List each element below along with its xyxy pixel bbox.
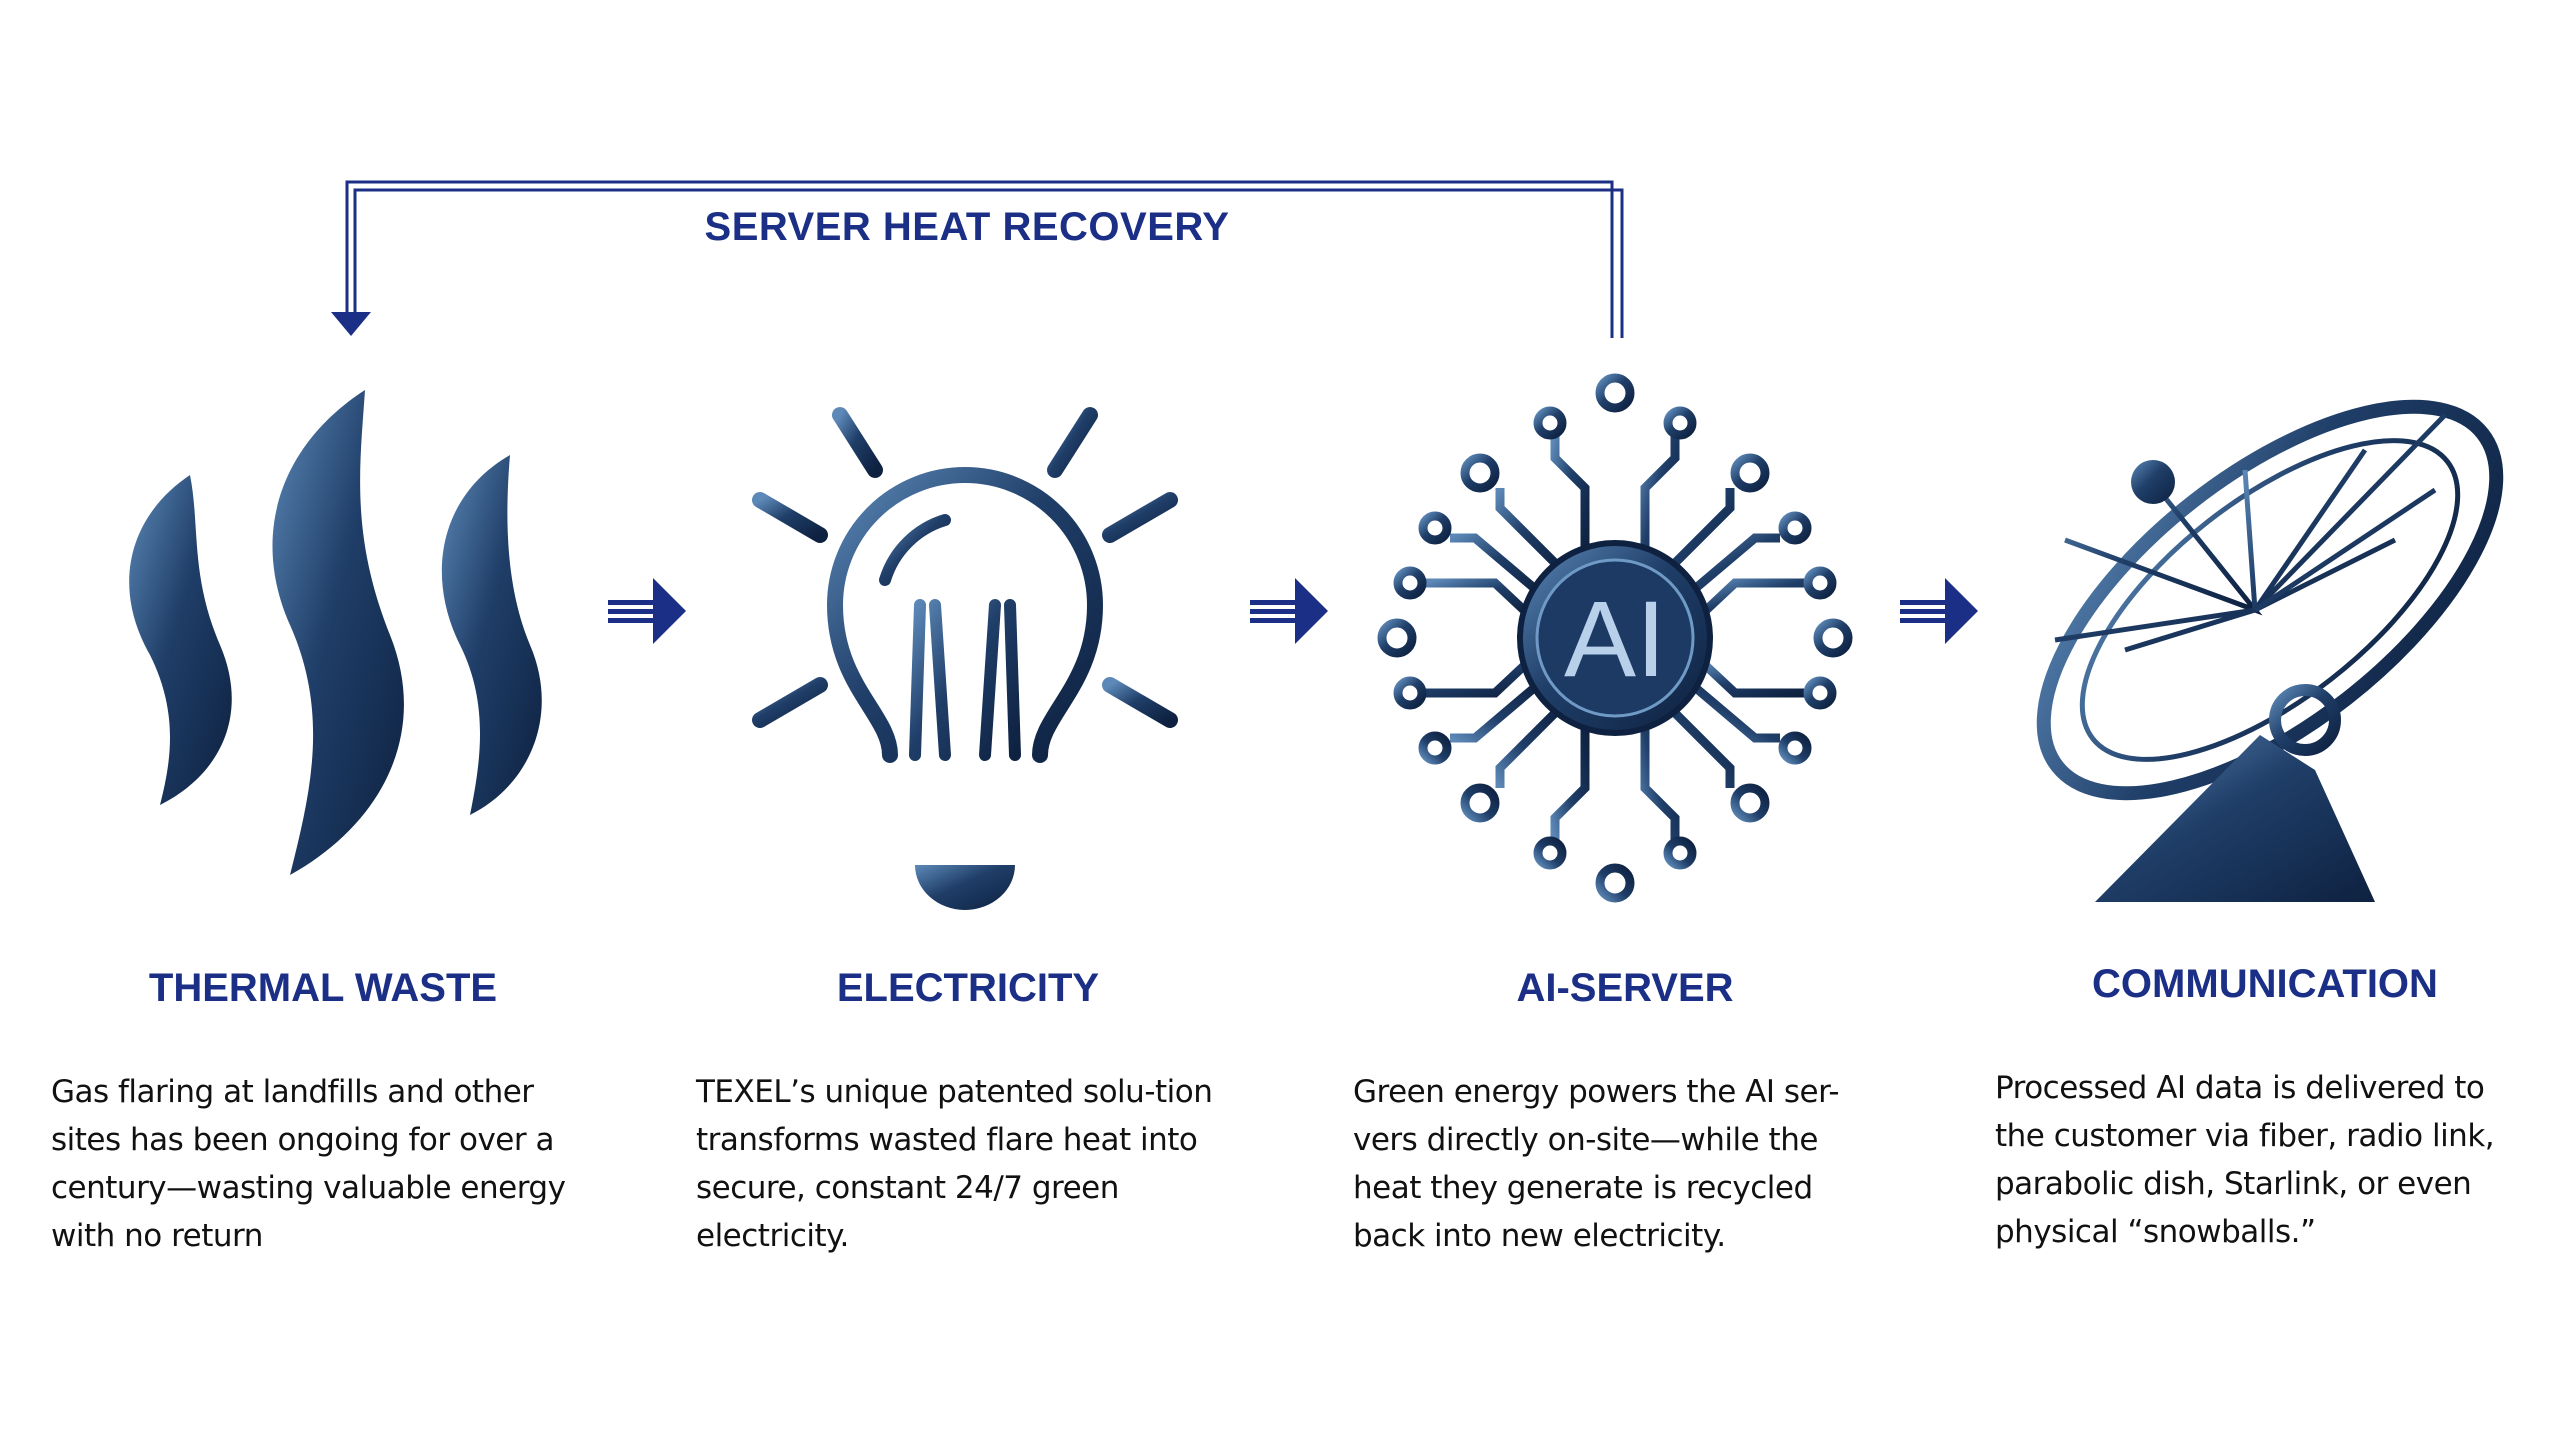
step-text-electricity: TEXEL’s unique patented solu-tion transf…	[696, 1074, 1213, 1254]
step-text-ai-server: Green energy powers the AI ser-vers dire…	[1353, 1074, 1840, 1254]
loop-label: SERVER HEAT RECOVERY	[704, 205, 1230, 249]
lightbulb-icon	[727, 377, 1203, 910]
step-title-electricity: ELECTRICITY	[836, 966, 1100, 1010]
chip-label: AI	[1564, 578, 1666, 699]
flow-arrow-icon	[608, 578, 686, 644]
satellite-dish-icon	[2015, 399, 2504, 906]
step-title-thermal-waste: THERMAL WASTE	[148, 966, 498, 1010]
step-title-communication: COMMUNICATION	[2092, 962, 2438, 1006]
step-text-communication: Processed AI data is delivered to the cu…	[1995, 1070, 2495, 1250]
step-title-ai-server: AI-SERVER	[1516, 966, 1734, 1010]
flames-icon	[129, 390, 542, 875]
step-text-thermal-waste: Gas flaring at landfills and other sites…	[51, 1074, 566, 1254]
ai-chip-icon: AI	[1377, 373, 1853, 898]
flow-arrow-icon	[1250, 578, 1328, 644]
flow-arrow-icon	[1900, 578, 1978, 644]
heat-recovery-loop-arrow	[331, 180, 1624, 338]
